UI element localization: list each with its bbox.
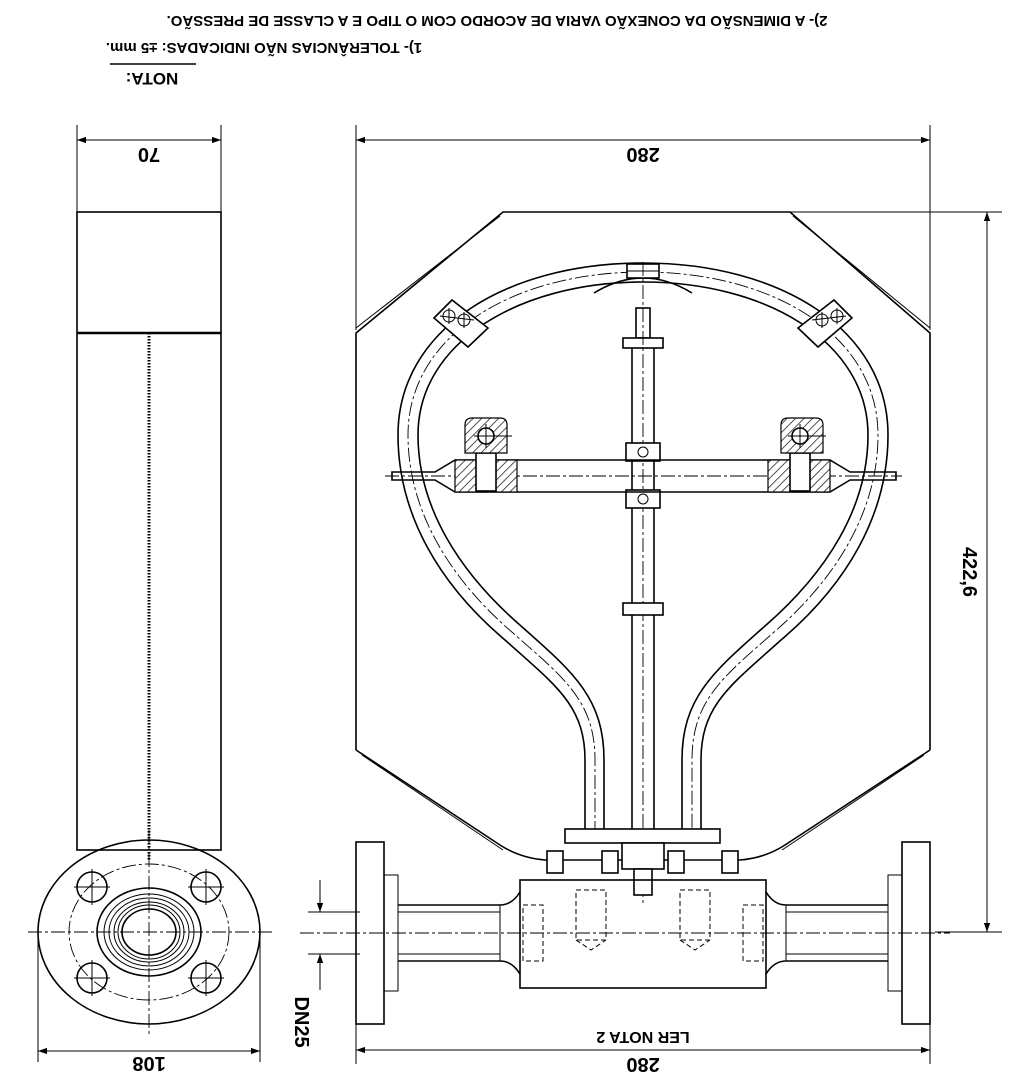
- manifold: [546, 828, 739, 896]
- notes-block: 2)- A DIMENSÃO DA CONEXÃO VARIA DE ACORD…: [106, 12, 828, 88]
- housing-bottom-edge: [361, 754, 925, 851]
- dim-top-width: 280: [626, 143, 659, 165]
- dim-height: 422,6: [958, 547, 980, 597]
- housing-edge: [355, 215, 931, 329]
- housing-outline: [355, 211, 931, 750]
- bore-rings: [96, 887, 202, 977]
- bracket-left: [432, 298, 490, 349]
- front-view: 280 422,6: [290, 125, 1002, 1075]
- connection-note: LER NOTA 2: [596, 1028, 689, 1045]
- bracket-right: [796, 298, 854, 349]
- manifold-body: [519, 879, 767, 989]
- dim-bottom-width: 280: [626, 1053, 659, 1075]
- dim-flange-diameter: 108: [132, 1052, 165, 1074]
- notes-title: NOTA:: [126, 69, 179, 88]
- bolt-holes: [74, 869, 224, 996]
- horizontal-bar: [385, 417, 902, 493]
- note-1: 1)- TOLERÂNCIAS NÃO INDICADAS: ±5 mm.: [106, 39, 422, 57]
- note-2: 2)- A DIMENSÃO DA CONEXÃO VARIA DE ACORD…: [167, 12, 828, 30]
- dim-side-width: 70: [138, 143, 160, 165]
- dim-nominal-diameter: DN25: [290, 996, 312, 1047]
- side-view: 70 108: [28, 125, 272, 1074]
- support-rod: [622, 262, 664, 905]
